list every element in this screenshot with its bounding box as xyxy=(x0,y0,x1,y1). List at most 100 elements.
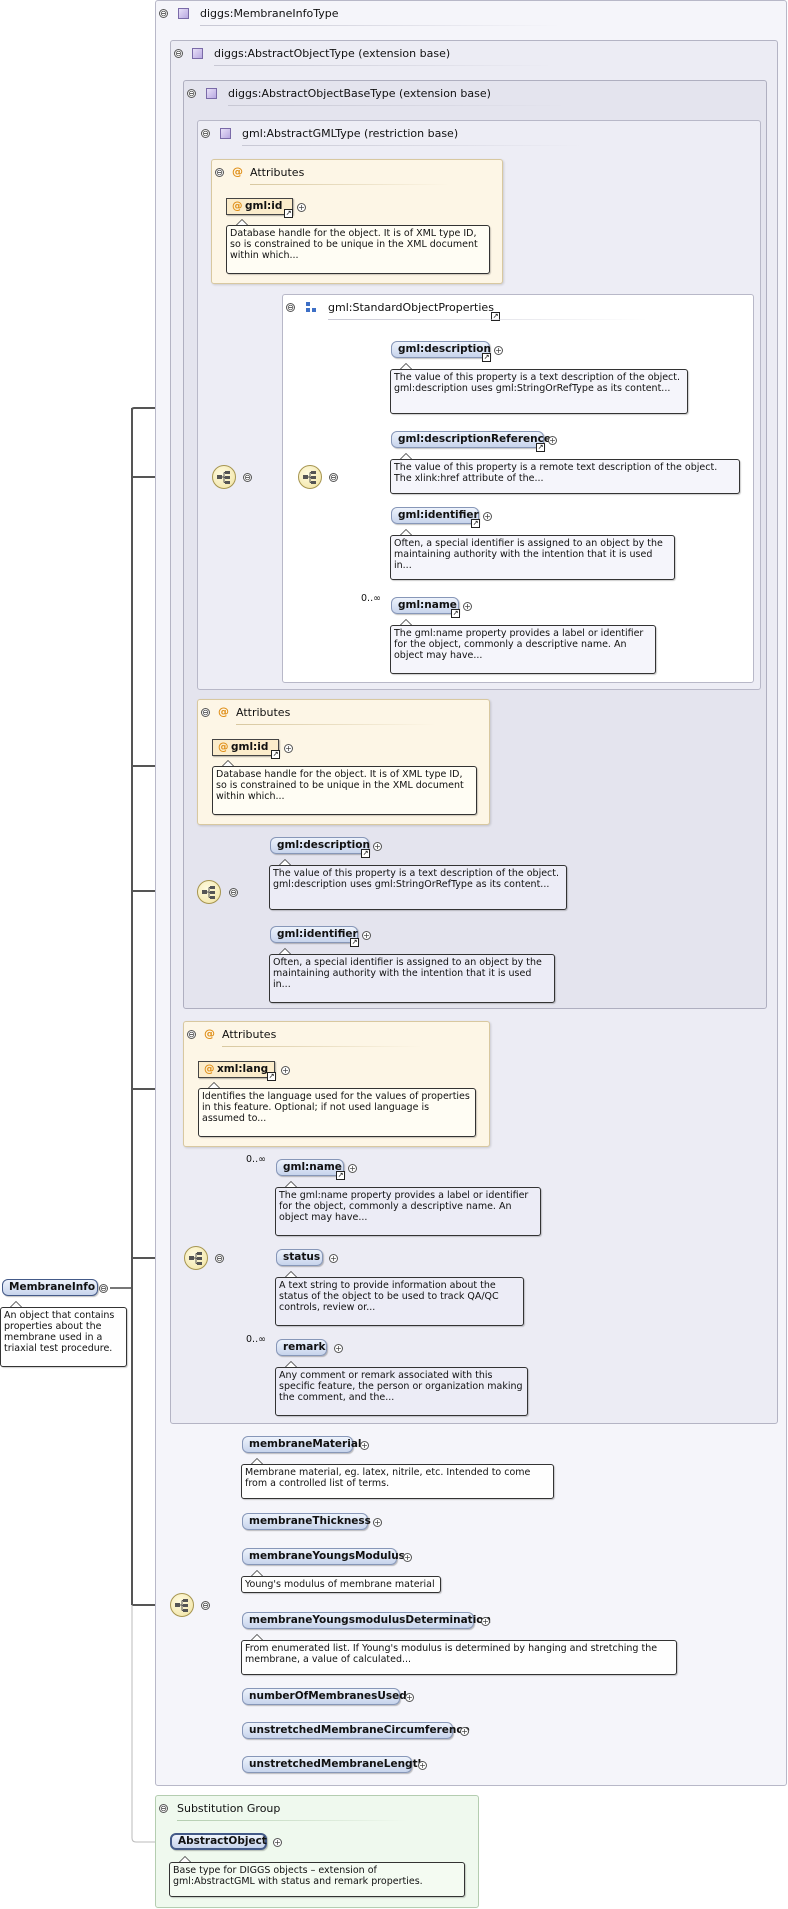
expand-icon[interactable]: + xyxy=(329,1254,338,1263)
reference-arrow-icon: ↗ xyxy=(336,1171,345,1180)
expand-icon[interactable]: + xyxy=(403,1553,412,1562)
ext2-title: diggs:AbstractObjectBaseType (extension … xyxy=(228,87,491,100)
documentation-membrane-youngs-modulus: Young's modulus of membrane material xyxy=(241,1576,441,1593)
element-number-of-membranes-used[interactable]: numberOfMembranesUsed xyxy=(242,1688,407,1705)
expand-icon[interactable]: + xyxy=(273,1838,282,1847)
element-membrane-thickness[interactable]: membraneThickness xyxy=(242,1513,371,1530)
reference-arrow-icon: ↗ xyxy=(284,209,293,218)
expand-icon[interactable]: + xyxy=(481,1617,490,1626)
collapse-icon[interactable]: ⊖ xyxy=(187,89,196,98)
attribute-xml-lang[interactable]: @xml:lang xyxy=(198,1061,275,1078)
doc-pointer xyxy=(400,363,412,369)
element-gml-name[interactable]: gml:name xyxy=(391,597,459,614)
sequence-compositor-icon xyxy=(298,465,322,489)
complex-type-icon xyxy=(192,48,203,59)
collapse-icon[interactable]: ⊖ xyxy=(329,473,338,482)
expand-icon[interactable]: + xyxy=(460,1727,469,1736)
collapse-icon[interactable]: ⊖ xyxy=(174,49,183,58)
reference-arrow-icon: ↗ xyxy=(451,609,460,618)
substitution-group-title: Substitution Group xyxy=(177,1802,281,1815)
doc-pointer xyxy=(400,619,412,625)
documentation-membrane-youngsmodulus-determination: From enumerated list. If Young's modulus… xyxy=(241,1640,677,1675)
collapse-icon[interactable]: ⊖ xyxy=(243,473,252,482)
attribute-label: gml:id xyxy=(231,741,269,753)
element-membrane-material[interactable]: membraneMaterial xyxy=(242,1436,362,1453)
attribute-icon: @ xyxy=(204,1027,215,1040)
complex-type-icon xyxy=(178,8,189,19)
attribute-icon: @ xyxy=(232,165,243,178)
collapse-icon[interactable]: ⊖ xyxy=(99,1284,108,1293)
expand-icon[interactable]: + xyxy=(405,1693,414,1702)
sequence-compositor-icon xyxy=(212,465,236,489)
attribute-gml-id[interactable]: @gml:id xyxy=(212,739,279,756)
expand-icon[interactable]: + xyxy=(281,1066,290,1075)
documentation-gml-name: The gml:name property provides a label o… xyxy=(390,625,656,674)
expand-icon[interactable]: + xyxy=(548,436,557,445)
root-element-membrane-info[interactable]: MembraneInfo xyxy=(2,1279,98,1296)
attribute-icon: @ xyxy=(204,1063,215,1075)
expand-icon[interactable]: + xyxy=(284,744,293,753)
element-membrane-youngs-modulus[interactable]: membraneYoungsModulus xyxy=(242,1548,405,1565)
expand-icon[interactable]: + xyxy=(494,346,503,355)
collapse-icon[interactable]: ⊖ xyxy=(286,303,295,312)
attributes-title: Attributes xyxy=(250,166,305,179)
expand-icon[interactable]: + xyxy=(360,1441,369,1450)
sequence-compositor-icon xyxy=(170,1593,194,1617)
title-divider xyxy=(242,145,582,146)
attributes-title: Attributes xyxy=(236,706,291,719)
attribute-label: gml:id xyxy=(245,200,283,212)
collapse-icon[interactable]: ⊖ xyxy=(201,1601,210,1610)
expand-icon[interactable]: + xyxy=(362,931,371,940)
collapse-icon[interactable]: ⊖ xyxy=(187,1030,196,1039)
documentation-remark: Any comment or remark associated with th… xyxy=(275,1367,528,1416)
reference-arrow-icon: ↗ xyxy=(471,519,480,528)
element-remark[interactable]: remark xyxy=(276,1339,327,1356)
expand-icon[interactable]: + xyxy=(483,512,492,521)
expand-icon[interactable]: + xyxy=(348,1164,357,1173)
restr-title: gml:AbstractGMLType (restriction base) xyxy=(242,127,459,140)
collapse-icon[interactable]: ⊖ xyxy=(201,708,210,717)
title-divider xyxy=(222,1046,422,1047)
sequence-compositor-icon xyxy=(184,1246,208,1270)
expand-icon[interactable]: + xyxy=(463,602,472,611)
expand-icon[interactable]: + xyxy=(373,842,382,851)
title-divider xyxy=(214,65,554,66)
expand-icon[interactable]: + xyxy=(297,203,306,212)
element-gml-identifier[interactable]: gml:identifier xyxy=(270,926,358,943)
collapse-icon[interactable]: ⊖ xyxy=(201,129,210,138)
doc-pointer xyxy=(285,1271,297,1277)
title-divider xyxy=(200,25,560,26)
collapse-icon[interactable]: ⊖ xyxy=(159,9,168,18)
collapse-icon[interactable]: ⊖ xyxy=(229,888,238,897)
doc-pointer xyxy=(208,1082,220,1088)
collapse-icon[interactable]: ⊖ xyxy=(215,168,224,177)
title-divider xyxy=(177,1820,407,1821)
documentation-gml-id: Database handle for the object. It is of… xyxy=(226,225,490,274)
element-unstretched-membrane-length[interactable]: unstretchedMembraneLength xyxy=(242,1756,425,1773)
collapse-icon[interactable]: ⊖ xyxy=(159,1804,168,1813)
element-membrane-youngsmodulus-determination[interactable]: membraneYoungsmodulusDetermination xyxy=(242,1612,491,1629)
element-gml-description[interactable]: gml:description xyxy=(270,837,370,854)
expand-icon[interactable]: + xyxy=(373,1518,382,1527)
documentation-gml-id: Database handle for the object. It is of… xyxy=(212,766,477,815)
element-unstretched-membrane-circumference[interactable]: unstretchedMembraneCircumference xyxy=(242,1722,470,1739)
documentation-xml-lang: Identifies the language used for the val… xyxy=(198,1088,476,1137)
element-gml-identifier[interactable]: gml:identifier xyxy=(391,507,479,524)
expand-icon[interactable]: + xyxy=(334,1344,343,1353)
reference-arrow-icon: ↗ xyxy=(482,353,491,362)
reference-arrow-icon: ↗ xyxy=(267,1072,276,1081)
attribute-label: xml:lang xyxy=(217,1063,269,1075)
std-props-title: gml:StandardObjectProperties xyxy=(328,301,494,314)
element-abstract-object[interactable]: AbstractObject xyxy=(170,1833,267,1850)
element-status[interactable]: status xyxy=(276,1249,323,1266)
attribute-icon: @ xyxy=(218,705,229,718)
expand-icon[interactable]: + xyxy=(418,1761,427,1770)
documentation-membrane-material: Membrane material, eg. latex, nitrile, e… xyxy=(241,1464,554,1499)
element-gml-description-reference[interactable]: gml:descriptionReference xyxy=(391,431,551,448)
collapse-icon[interactable]: ⊖ xyxy=(215,1254,224,1263)
attribute-gml-id[interactable]: @gml:id xyxy=(226,198,293,215)
doc-pointer xyxy=(251,1570,263,1576)
attribute-icon: @ xyxy=(218,741,229,753)
element-gml-description[interactable]: gml:description xyxy=(391,341,491,358)
element-gml-name[interactable]: gml:name xyxy=(276,1159,344,1176)
